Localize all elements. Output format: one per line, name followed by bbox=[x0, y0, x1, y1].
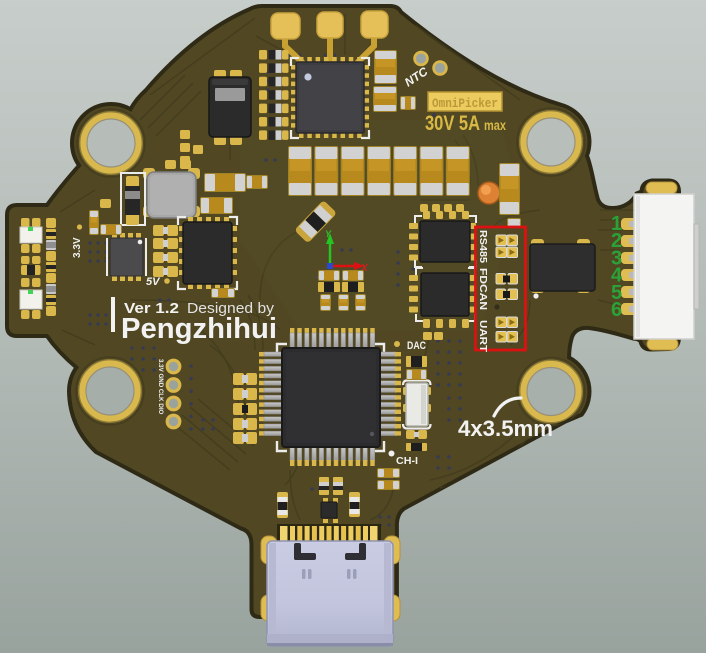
svg-text:Ver 1.2: Ver 1.2 bbox=[124, 300, 179, 317]
svg-text:Y: Y bbox=[325, 229, 332, 239]
svg-text:max: max bbox=[484, 117, 506, 133]
svg-text:RS485: RS485 bbox=[477, 230, 489, 263]
svg-text:6: 6 bbox=[611, 299, 622, 321]
svg-text:30V 5A: 30V 5A bbox=[425, 112, 480, 135]
svg-text:FDCAN: FDCAN bbox=[477, 268, 489, 310]
svg-text:X: X bbox=[360, 263, 369, 274]
svg-text:4x3.5mm: 4x3.5mm bbox=[458, 416, 553, 441]
svg-text:4: 4 bbox=[611, 265, 623, 287]
svg-text:DAC: DAC bbox=[407, 340, 426, 352]
svg-text:2: 2 bbox=[611, 230, 622, 252]
svg-text:UART: UART bbox=[477, 320, 489, 353]
svg-text:5V: 5V bbox=[146, 276, 161, 288]
svg-text:Designed by: Designed by bbox=[187, 300, 275, 317]
svg-text:5: 5 bbox=[611, 282, 622, 304]
svg-text:1: 1 bbox=[611, 213, 622, 235]
svg-text:Pengzhihui: Pengzhihui bbox=[121, 313, 277, 345]
svg-text:OmniPicker: OmniPicker bbox=[432, 97, 498, 111]
svg-text:3: 3 bbox=[611, 247, 622, 269]
svg-text:3.3V GND CLK DIO: 3.3V GND CLK DIO bbox=[157, 359, 164, 415]
svg-text:CH-I: CH-I bbox=[396, 455, 418, 467]
svg-text:3.3V: 3.3V bbox=[72, 237, 83, 258]
